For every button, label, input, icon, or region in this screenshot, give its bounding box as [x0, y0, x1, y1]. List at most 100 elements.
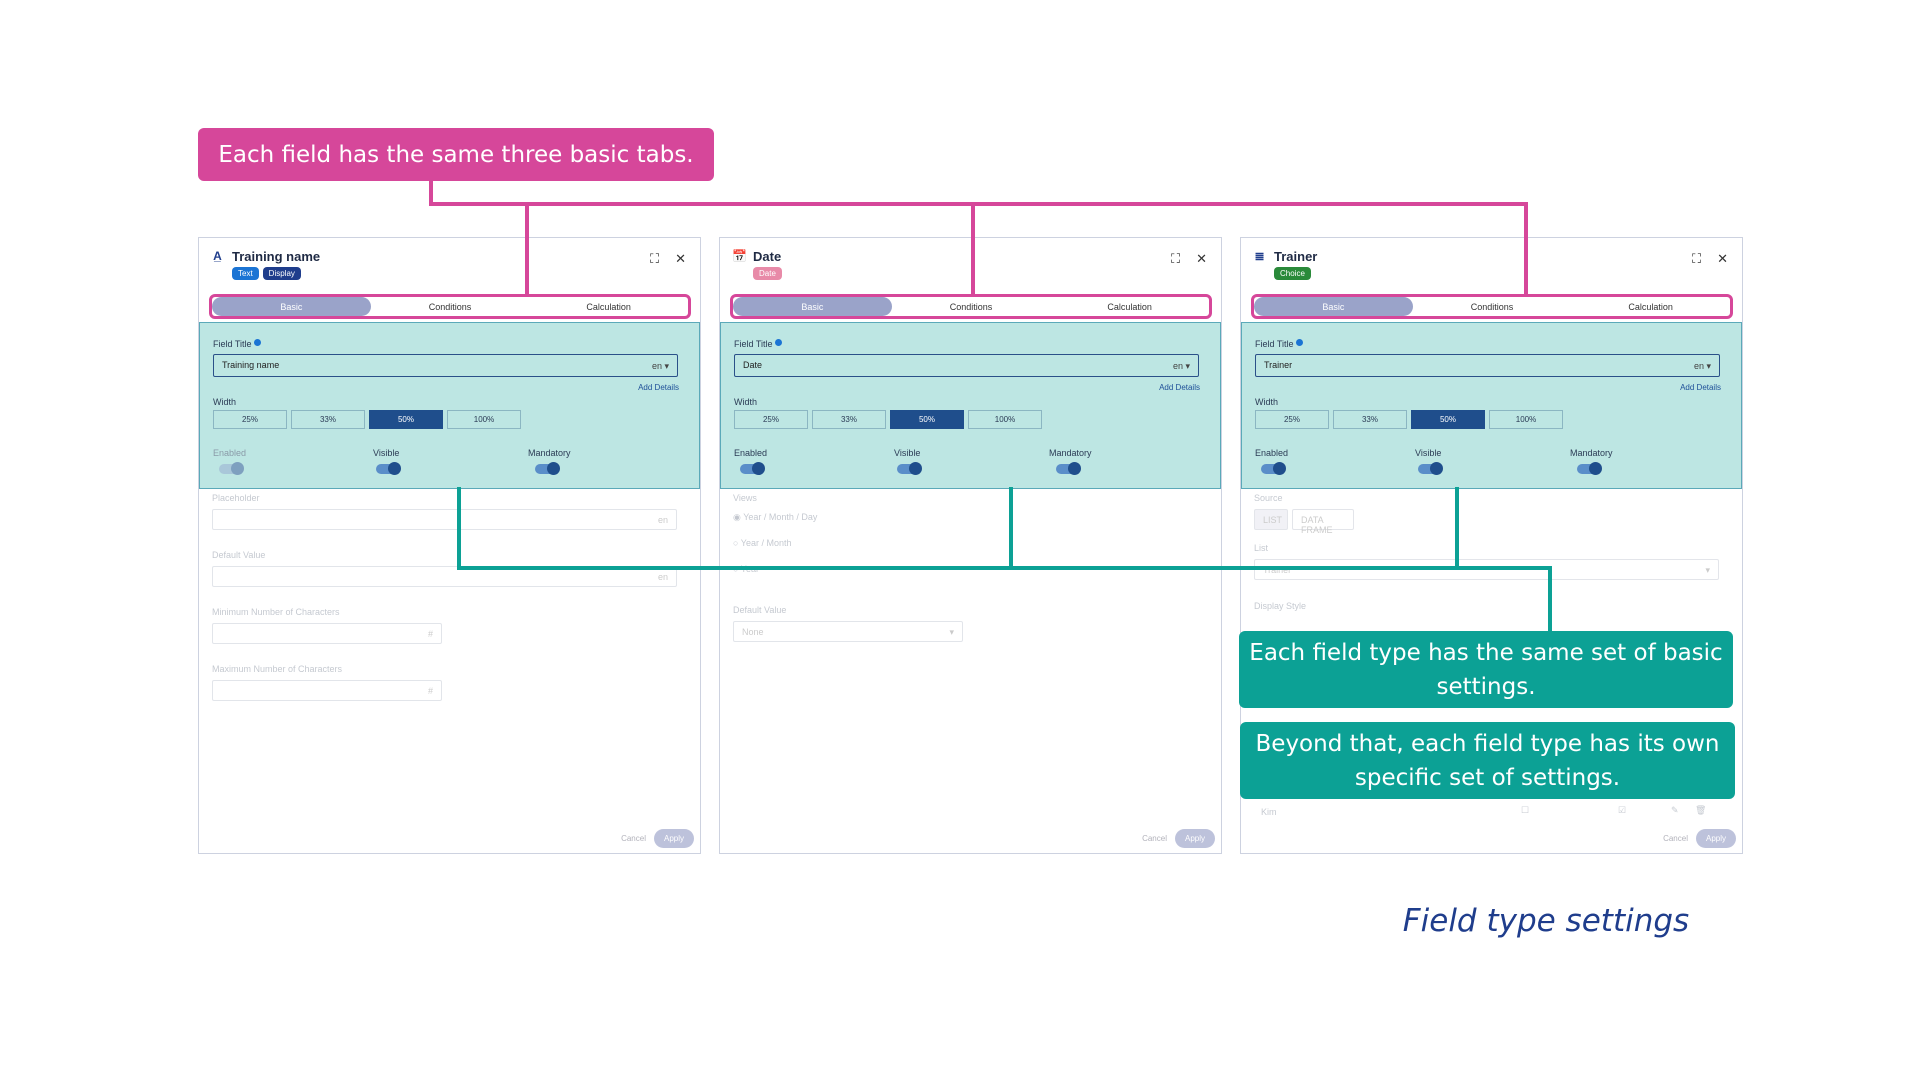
width-25-button[interactable]: 25% [734, 410, 808, 429]
tab-bar: Basic Conditions Calculation [1251, 294, 1733, 319]
tab-basic[interactable]: Basic [1254, 297, 1413, 316]
source-dataframe-button[interactable]: DATA FRAME [1292, 509, 1354, 535]
tab-calculation[interactable]: Calculation [586, 301, 631, 312]
placeholder-input[interactable]: en [212, 509, 677, 530]
expand-icon[interactable]: ⛶ [1691, 251, 1702, 266]
basic-settings-callout: Each field type has the same set of basi… [1239, 631, 1733, 708]
expand-icon[interactable]: ⛶ [649, 251, 660, 266]
enabled-toggle[interactable] [740, 462, 765, 475]
width-label: Width [734, 397, 758, 407]
trash-icon[interactable]: 🗑 [1695, 805, 1707, 815]
basic-settings: Field Title Trainer en ▾ Add Details Wid… [1241, 322, 1742, 489]
tab-basic[interactable]: Basic [212, 297, 371, 316]
apply-button[interactable]: Apply [1695, 829, 1736, 848]
cancel-button[interactable]: Cancel [621, 834, 646, 843]
apply-button[interactable]: Apply [653, 829, 694, 848]
width-label: Width [213, 397, 237, 407]
slide-caption: Field type settings [1402, 903, 1690, 939]
width-label: Width [1255, 397, 1279, 407]
mandatory-label: Mandatory [528, 448, 571, 458]
tab-conditions[interactable]: Conditions [1470, 301, 1514, 312]
apply-button[interactable]: Apply [1174, 829, 1215, 848]
visible-label: Visible [894, 448, 921, 458]
view-option-ym[interactable]: ○ Year / Month [733, 538, 792, 548]
language-select[interactable]: en ▾ [651, 361, 669, 371]
width-33-button[interactable]: 33% [1333, 410, 1407, 429]
tab-bar: Basic Conditions Calculation [209, 294, 691, 319]
tab-basic[interactable]: Basic [733, 297, 892, 316]
panel-title: Trainer [1274, 249, 1318, 264]
specific-settings-callout: Beyond that, each field type has its own… [1240, 722, 1735, 799]
field-title-label: Field Title [734, 339, 773, 349]
default-value-input[interactable]: en [212, 566, 677, 587]
min-chars-input[interactable]: # [212, 623, 442, 644]
default-value-label: Default Value [212, 550, 266, 560]
language-select[interactable]: en ▾ [1172, 361, 1190, 371]
expand-icon[interactable]: ⛶ [1170, 251, 1181, 266]
width-100-button[interactable]: 100% [968, 410, 1042, 429]
min-chars-label: Minimum Number of Characters [212, 607, 340, 617]
visible-toggle[interactable] [897, 462, 922, 475]
panel-header: 📅 Date Date ⛶ ✕ [720, 238, 1221, 294]
width-33-button[interactable]: 33% [291, 410, 365, 429]
width-25-button[interactable]: 25% [1255, 410, 1329, 429]
add-details-link[interactable]: Add Details [1680, 383, 1721, 392]
type-badge: Date [753, 267, 782, 280]
field-title-value: Date [743, 360, 763, 370]
calendar-icon: 📅 [732, 249, 747, 263]
mandatory-toggle[interactable] [535, 462, 560, 475]
add-details-link[interactable]: Add Details [1159, 383, 1200, 392]
row-checkbox-checked[interactable]: ☑ [1618, 805, 1627, 815]
field-title-input[interactable]: Trainer en ▾ [1255, 354, 1720, 377]
panel-title: Training name [232, 249, 321, 264]
field-title-value: Training name [222, 360, 280, 370]
close-icon[interactable]: ✕ [1717, 251, 1728, 266]
tab-calculation[interactable]: Calculation [1107, 301, 1152, 312]
mandatory-toggle[interactable] [1577, 462, 1602, 475]
enabled-toggle[interactable] [219, 462, 244, 475]
visible-toggle[interactable] [376, 462, 401, 475]
row-checkbox[interactable]: ☐ [1521, 805, 1530, 815]
enabled-label: Enabled [1255, 448, 1289, 458]
list-label: List [1254, 543, 1269, 553]
source-list-button[interactable]: LIST [1254, 509, 1288, 530]
width-50-button[interactable]: 50% [369, 410, 443, 429]
field-title-input[interactable]: Training name en ▾ [213, 354, 678, 377]
info-icon [253, 339, 261, 346]
language-select[interactable]: en ▾ [1693, 361, 1711, 371]
width-33-button[interactable]: 33% [812, 410, 886, 429]
field-title-value: Trainer [1264, 360, 1293, 370]
width-100-button[interactable]: 100% [447, 410, 521, 429]
panel-header: A̲ Training name Text Display ⛶ ✕ [199, 238, 700, 294]
default-value-select[interactable]: None▾ [733, 621, 963, 642]
view-option-ymd[interactable]: ◉ Year / Month / Day [733, 512, 818, 522]
field-title-label: Field Title [1255, 339, 1294, 349]
width-25-button[interactable]: 25% [213, 410, 287, 429]
visible-toggle[interactable] [1418, 462, 1443, 475]
tab-bar: Basic Conditions Calculation [730, 294, 1212, 319]
view-option-y[interactable]: ○ Year [733, 564, 759, 574]
display-badge: Display [262, 267, 301, 280]
edit-icon[interactable]: ✎ [1671, 805, 1679, 815]
list-select[interactable]: Trainer▾ [1254, 559, 1719, 580]
enabled-toggle[interactable] [1261, 462, 1286, 475]
cancel-button[interactable]: Cancel [1142, 834, 1167, 843]
add-details-link[interactable]: Add Details [638, 383, 679, 392]
width-50-button[interactable]: 50% [890, 410, 964, 429]
close-icon[interactable]: ✕ [675, 251, 686, 266]
basic-settings: Field Title Date en ▾ Add Details Width … [720, 322, 1221, 489]
field-title-input[interactable]: Date en ▾ [734, 354, 1199, 377]
placeholder-label: Placeholder [212, 493, 260, 503]
mandatory-toggle[interactable] [1056, 462, 1081, 475]
info-icon [774, 339, 782, 346]
max-chars-input[interactable]: # [212, 680, 442, 701]
tab-conditions[interactable]: Conditions [428, 301, 472, 312]
close-icon[interactable]: ✕ [1196, 251, 1207, 266]
enabled-label: Enabled [734, 448, 768, 458]
tab-conditions[interactable]: Conditions [949, 301, 993, 312]
width-50-button[interactable]: 50% [1411, 410, 1485, 429]
cancel-button[interactable]: Cancel [1663, 834, 1688, 843]
field-title-label: Field Title [213, 339, 252, 349]
tab-calculation[interactable]: Calculation [1628, 301, 1673, 312]
width-100-button[interactable]: 100% [1489, 410, 1563, 429]
